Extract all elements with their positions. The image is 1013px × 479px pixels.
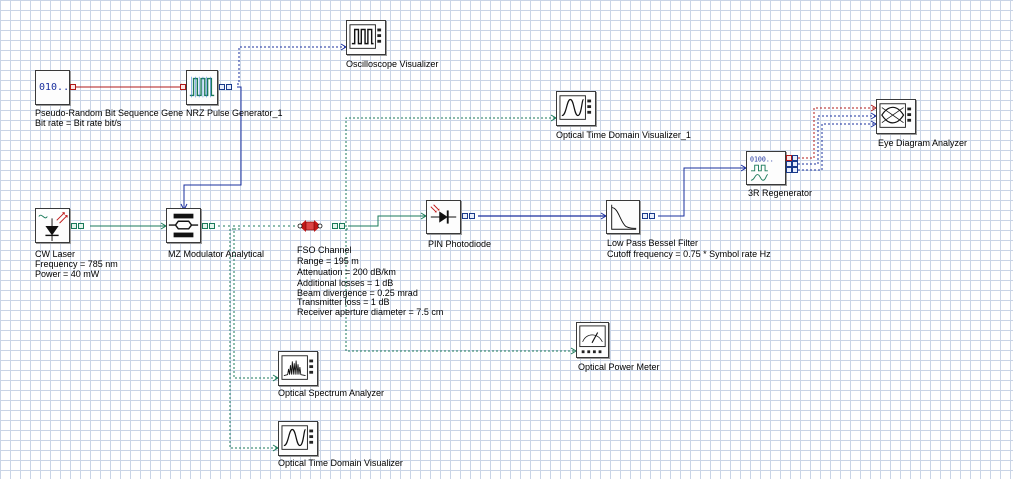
fso-attenuation: Attenuation = 200 dB/km — [297, 267, 396, 277]
prbs-bits-icon: 010.. — [39, 82, 70, 93]
regen-output-port-3[interactable] — [786, 167, 792, 173]
power-meter-label: Optical Power Meter — [578, 362, 660, 372]
laser-diode-icon — [38, 212, 68, 242]
laser-output-port-2[interactable] — [78, 223, 84, 229]
wire-lpf-regen — [658, 167, 746, 217]
pin-photodiode-block[interactable] — [426, 200, 461, 234]
mzm-output-port-2[interactable] — [209, 223, 215, 229]
fso-additional-losses: Additional losses = 1 dB — [297, 278, 394, 288]
wire-mzm-otdv — [229, 228, 278, 449]
photodiode-icon — [430, 204, 457, 224]
fso-channel-block[interactable] — [296, 217, 331, 235]
optical-power-meter-block[interactable] — [576, 322, 609, 358]
eye-diagram-label: Eye Diagram Analyzer — [878, 138, 968, 148]
oscilloscope-icon — [349, 24, 382, 49]
wire-nrz-mzm — [183, 86, 242, 210]
laser-label: CW Laser — [35, 249, 76, 259]
prbs-label: Pseudo-Random Bit Sequence Gene — [35, 108, 184, 118]
optical-spectrum-analyzer-block[interactable] — [278, 351, 318, 386]
regenerator-label: 3R Regenerator — [748, 188, 813, 198]
fso-label: FSO Channel — [297, 245, 352, 255]
fso-output-port-2[interactable] — [339, 223, 345, 229]
mzm-output-port-1[interactable] — [202, 223, 208, 229]
laser-output-port-1[interactable] — [71, 223, 77, 229]
wire-regen-eye-3 — [798, 123, 876, 171]
eye-diagram-icon — [879, 103, 912, 128]
svg-text:0100..: 0100.. — [750, 155, 774, 163]
wire-regen-eye-2 — [798, 115, 876, 165]
regen-output-port-5[interactable] — [792, 161, 798, 167]
wire-nrz-osc — [237, 46, 346, 85]
spectrum-icon — [281, 355, 314, 380]
oscilloscope-visualizer-block[interactable] — [346, 20, 386, 55]
wire-fso-opm — [345, 229, 576, 352]
3r-regenerator-block[interactable]: 0100.. — [746, 151, 786, 185]
lpf-output-port-1[interactable] — [642, 213, 648, 219]
otdv-block[interactable] — [278, 421, 318, 456]
spectrum-analyzer-label: Optical Spectrum Analyzer — [278, 388, 385, 398]
oscilloscope-label: Oscilloscope Visualizer — [346, 59, 439, 69]
prbs-output-port[interactable] — [70, 84, 76, 90]
bessel-filter-block[interactable] — [606, 200, 640, 234]
fso-telescope-icon — [297, 220, 323, 232]
wire-mzm-osa — [233, 228, 278, 379]
fso-beam-divergence: Beam divergence = 0.25 mrad — [297, 288, 418, 298]
pin-label: PIN Photodiode — [428, 239, 492, 249]
nrz-output-port-1[interactable] — [219, 84, 225, 90]
nrz-output-port-2[interactable] — [226, 84, 232, 90]
fso-aperture: Receiver aperture diameter = 7.5 cm — [297, 307, 444, 317]
wire-fso-pin — [348, 215, 426, 227]
pin-output-port-2[interactable] — [469, 213, 475, 219]
mach-zehnder-icon — [168, 213, 199, 238]
cw-laser-block[interactable] — [35, 208, 70, 243]
wire-regen-eye-1 — [798, 107, 876, 159]
otdv1-label: Optical Time Domain Visualizer_1 — [556, 130, 691, 140]
regenerator-icon: 0100.. — [750, 155, 774, 181]
regen-output-port-2[interactable] — [786, 161, 792, 167]
low-pass-response-icon — [611, 204, 637, 230]
power-meter-icon — [579, 325, 606, 354]
lpf-cutoff: Cutoff frequency = 0.75 * Symbol rate Hz — [607, 249, 771, 259]
prbs-generator-block[interactable]: 010.. — [35, 70, 70, 105]
nrz-input-port[interactable] — [180, 84, 186, 90]
mz-modulator-block[interactable] — [166, 208, 201, 243]
pin-output-port-1[interactable] — [462, 213, 468, 219]
mzm-label: MZ Modulator Analytical — [168, 249, 265, 259]
regen-output-port-6[interactable] — [792, 167, 798, 173]
fso-transmitter-loss: Transmitter loss = 1 dB — [297, 297, 390, 307]
fso-range: Range = 195 m — [297, 256, 359, 266]
pulse-train-icon — [189, 76, 215, 98]
prbs-bitrate: Bit rate = Bit rate bit/s — [35, 118, 122, 128]
nrz-label: NRZ Pulse Generator_1 — [186, 108, 283, 118]
lpf-output-port-2[interactable] — [649, 213, 655, 219]
nrz-pulse-generator-block[interactable] — [186, 70, 218, 105]
otdv1-block[interactable] — [556, 91, 596, 126]
laser-power: Power = 40 mW — [35, 269, 100, 279]
fso-output-port-1[interactable] — [332, 223, 338, 229]
eye-diagram-analyzer-block[interactable] — [876, 99, 916, 134]
time-domain-icon — [559, 95, 592, 120]
laser-frequency: Frequency = 785 nm — [35, 259, 118, 269]
regen-output-port-1[interactable] — [786, 155, 792, 161]
lpf-label: Low Pass Bessel Filter — [607, 238, 699, 248]
otdv-label: Optical Time Domain Visualizer — [278, 458, 403, 468]
time-domain-icon — [281, 425, 314, 450]
regen-output-port-4[interactable] — [792, 155, 798, 161]
wire-fso-otdv1 — [345, 117, 556, 230]
